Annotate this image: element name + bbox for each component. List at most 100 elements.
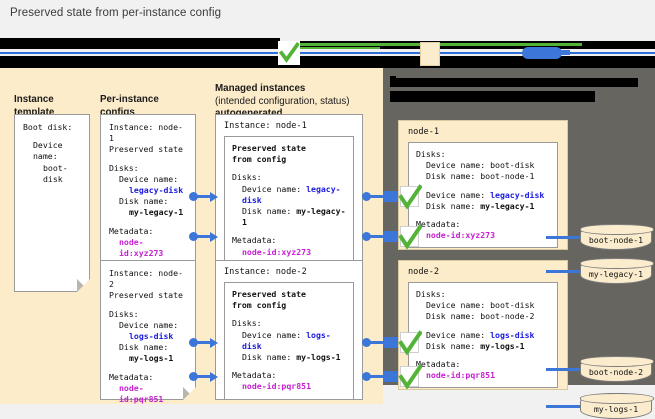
disk-name-label: Disk name: [426, 340, 476, 351]
preserved-state-inner-box: Preserved state from config Disks: Devic… [224, 282, 354, 400]
disk-cylinder-my-legacy-1: my-legacy-1 [580, 258, 654, 284]
device-name-value: boot-disk [43, 162, 68, 184]
connector-line [196, 341, 212, 344]
device-name-label: Device name: [242, 329, 302, 340]
connector-line [369, 375, 385, 378]
connector-dot [189, 372, 198, 381]
metadata-label: Metadata: [232, 370, 277, 381]
connector-dot [362, 192, 371, 201]
boot-disk-label: Boot disk: [23, 122, 73, 132]
metadata-value: node-id:xyz273 [242, 246, 312, 257]
disks-label: Disks: [232, 172, 262, 183]
connector-arrow-icon [210, 372, 218, 382]
metadata-label: Metadata: [109, 371, 154, 382]
gray-heading-redaction-tick [390, 76, 396, 79]
connector-line [369, 235, 385, 238]
gray-heading-redaction-line1 [390, 78, 638, 87]
disk-link-line [546, 270, 580, 273]
column-header-line2: configs [100, 106, 135, 118]
per-instance-config-box-node-2: Instance: node-2 Preserved state Disks: … [100, 260, 196, 404]
metadata-label: Metadata: [416, 359, 461, 370]
disk-label: my-legacy-1 [588, 268, 644, 279]
connector-dot [362, 232, 371, 241]
column-header-line3: autogenerated [215, 108, 350, 121]
boot-disk-name: Disk name: boot-node-1 [426, 171, 535, 182]
connector-square [383, 231, 398, 242]
green-check-icon [278, 41, 300, 65]
disk-link-line [546, 405, 580, 408]
disk-name-value: my-logs-1 [480, 340, 525, 351]
disks-label: Disks: [109, 162, 139, 173]
disk-name-value: my-logs-1 [296, 352, 341, 363]
page-fold-corner-icon [183, 387, 196, 400]
instance-line: Instance: node-1 [224, 121, 307, 131]
column-header-per-instance-configs: Per-instance configs [100, 94, 159, 119]
legend-blue-line [0, 52, 655, 54]
disk-name-label: Disk name: [119, 342, 169, 353]
connector-dot [362, 338, 371, 347]
disks-label: Disks: [232, 318, 262, 329]
disk-link-line [546, 236, 580, 239]
instance-line: Instance: node-2 [224, 267, 307, 277]
disk-name-value: my-legacy-1 [242, 206, 346, 228]
instance-template-box: Boot disk: Device name: boot-disk [14, 114, 90, 292]
disks-label: Disks: [416, 149, 446, 159]
metadata-value: node-id:pqr851 [426, 370, 496, 381]
column-header-managed-instances: Managed instances (intended configuratio… [215, 83, 350, 121]
page-fold-corner-icon [77, 279, 90, 292]
disk-name-label: Disk name: [119, 196, 169, 207]
node-details: Disks: Device name: boot-disk Disk name:… [408, 142, 558, 249]
legend-blue-swatch-tail [548, 50, 570, 55]
device-name-value: legacy-disk [490, 189, 545, 200]
column-header-line2: (intended configuration, status) [215, 95, 350, 107]
gray-heading-redaction-line2 [390, 91, 595, 102]
disk-name-value: my-legacy-1 [480, 200, 535, 211]
device-name-label: Device name: [33, 140, 63, 162]
connector-dot [189, 192, 198, 201]
device-name-value: legacy-disk [129, 185, 184, 196]
device-name-value: legacy-disk [242, 183, 341, 205]
disks-label: Disks: [416, 289, 446, 299]
connector-square [383, 191, 398, 202]
preserved-state-inner-box: Preserved state from config Disks: Devic… [224, 136, 354, 265]
connector-dot [189, 338, 198, 347]
column-header-line1: Instance [14, 94, 54, 105]
legend-redaction-top [0, 38, 280, 42]
disk-label: my-logs-1 [593, 403, 639, 414]
connector-dot [189, 232, 198, 241]
connector-line [369, 195, 385, 198]
instance-line: Instance: node-2 [109, 268, 183, 290]
legend-strip [0, 30, 655, 68]
node-name: node-2 [408, 267, 440, 277]
disk-link-line [546, 368, 580, 371]
node-details: Disks: Device name: boot-disk Disk name:… [408, 282, 558, 389]
disk-cylinder-my-logs-1: my-logs-1 [580, 393, 654, 419]
legend-beige-swatch [420, 42, 440, 66]
preserved-state-label: Preserved state [109, 290, 183, 301]
connector-arrow-icon [210, 338, 218, 348]
preserved-state-label: Preserved state [109, 144, 183, 155]
preserved-state-line1: Preserved state [232, 143, 306, 153]
disks-label: Disks: [109, 308, 139, 319]
connector-dot [362, 372, 371, 381]
metadata-value: node-id:xyz273 [119, 236, 164, 259]
connector-line [369, 341, 385, 344]
disk-label: boot-node-1 [588, 234, 644, 245]
device-name-label: Device name: [119, 319, 179, 330]
device-name-label: Device name: [242, 183, 302, 194]
legend-redaction-lower [0, 56, 655, 68]
green-check-icon [398, 184, 423, 210]
node-box-node-1: node-1 Disks: Device name: boot-disk Dis… [398, 120, 568, 250]
column-header-line1: Per-instance [100, 94, 159, 105]
managed-instance-box-node-2: Instance: node-2 Preserved state from co… [215, 260, 363, 400]
metadata-label: Metadata: [416, 219, 461, 230]
column-header-instance-template: Instance template [14, 94, 54, 119]
connector-arrow-icon [210, 192, 218, 202]
disk-name-label: Disk name: [242, 206, 292, 217]
boot-device-name: Device name: boot-disk [426, 160, 535, 171]
metadata-value: node-id:pqr851 [242, 381, 312, 392]
metadata-value: node-id:xyz273 [426, 230, 496, 241]
green-check-icon [398, 364, 423, 390]
green-check-icon [398, 330, 423, 356]
metadata-label: Metadata: [232, 235, 277, 246]
